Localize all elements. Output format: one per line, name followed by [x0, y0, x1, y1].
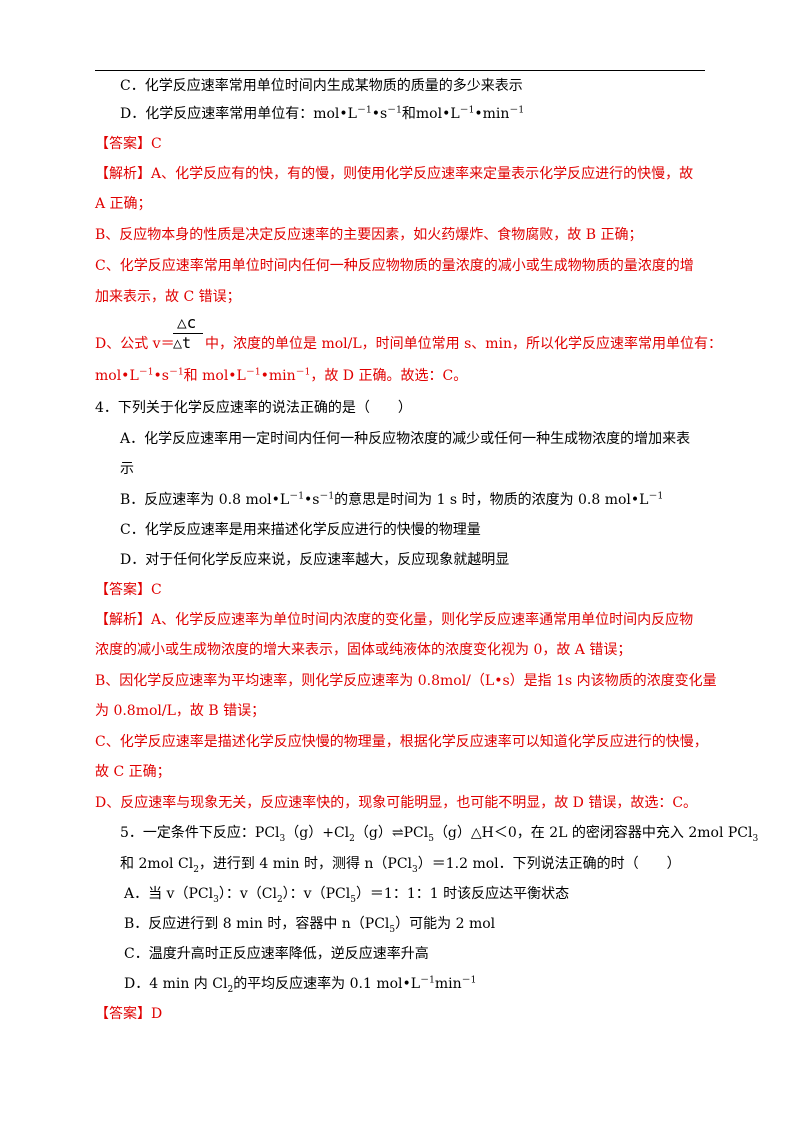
q4-stem: 4．下列关于化学反应速率的说法正确的是（ ）	[95, 400, 412, 416]
q4-option-a: A．化学反应速率用一定时间内任何一种反应物浓度的减少或任何一种生成物浓度的增加来…	[120, 431, 691, 447]
q4-explanation-line: D、反应速率与现象无关，反应速率快的，现象可能明显，也可能不明显，故 D 错误，…	[95, 795, 698, 811]
q3-option-c: C．化学反应速率常用单位时间内生成某物质的质量的多少来表示	[120, 78, 523, 94]
q5-option-d: D．4 min 内 Cl2的平均反应速率为 0.1 mol•L－1min－1	[124, 975, 477, 995]
q5-option-c: C．温度升高时正反应速率降低，逆反应速率升高	[124, 946, 429, 962]
fraction-numerator: △c	[177, 313, 197, 332]
q3-explanation-line: mol•L－1•s－1和 mol•L－1•min－1，故 D 正确。故选：C。	[95, 367, 468, 384]
q3-explanation-line: 中，浓度的单位是 mol/L，时间单位常用 s、min，所以化学反应速率常用单位…	[205, 336, 723, 352]
q4-option-d: D．对于任何化学反应来说，反应速率越大，反应现象就越明显	[120, 552, 510, 568]
q5-stem-cont: 和 2mol Cl2，进行到 4 min 时，测得 n（PCl3）＝1.2 mo…	[120, 856, 681, 875]
q3-explanation-line: 加来表示，故 C 错误；	[95, 289, 241, 305]
fraction-denominator: △t	[173, 334, 192, 352]
q3-explanation-line: 【解析】A、化学反应有的快，有的慢，则使用化学反应速率来定量表示化学反应进行的快…	[95, 166, 694, 182]
q4-option-b: B．反应速率为 0.8 mol•L－1•s－1的意思是时间为 1 s 时，物质的…	[120, 491, 664, 508]
q4-explanation-line: C、化学反应速率是描述化学反应快慢的物理量，根据化学反应速率可以知道化学反应进行…	[95, 734, 708, 750]
fraction-bar	[173, 333, 203, 334]
header-rule	[95, 70, 705, 71]
q4-option-c: C．化学反应速率是用来描述化学反应进行的快慢的物理量	[120, 522, 481, 538]
q3-explanation-line: D、公式 v＝	[95, 336, 175, 352]
q4-option-a-cont: 示	[120, 461, 134, 477]
q4-explanation-line: 浓度的减小或生成物浓度的增大来表示，固体或纯液体的浓度变化视为 0，故 A 错误…	[95, 642, 632, 658]
q3-option-d: D．化学反应速率常用单位有：mol•L－1•s－1和mol•L－1•min－1	[120, 105, 525, 122]
q3-explanation-line: A 正确；	[95, 196, 152, 212]
q4-explanation-line: 故 C 正确；	[95, 764, 171, 780]
rate-formula-fraction: △c △t	[171, 314, 205, 352]
q5-stem: 5．一定条件下反应：PCl3（g）+Cl2（g）⇌PCl5（g）△H＜0，在 2…	[120, 825, 759, 844]
q5-option-b: B．反应进行到 8 min 时，容器中 n（PCl5）可能为 2 mol	[124, 916, 496, 935]
q3-explanation-line: C、化学反应速率常用单位时间内任何一种反应物物质的量浓度的减小或生成物物质的量浓…	[95, 258, 694, 274]
q4-explanation-line: B、因化学反应速率为平均速率，则化学反应速率为 0.8mol/（L•s）是指 1…	[95, 673, 717, 689]
q4-explanation-line: 【解析】A、化学反应速率为单位时间内浓度的变化量，则化学反应速率通常用单位时间内…	[95, 612, 694, 628]
q4-explanation-line: 为 0.8mol/L，故 B 错误；	[95, 703, 266, 719]
q4-answer: 【答案】C	[95, 582, 162, 598]
q5-answer: 【答案】D	[95, 1006, 163, 1022]
q3-answer: 【答案】C	[95, 136, 162, 152]
q3-explanation-line: B、反应物本身的性质是决定反应速率的主要因素，如火药爆炸、食物腐败，故 B 正确…	[95, 227, 643, 243]
q5-option-a: A．当 v（PCl3）：v（Cl2）：v（PCl5）＝1：1：1 时该反应达平衡…	[124, 886, 570, 905]
